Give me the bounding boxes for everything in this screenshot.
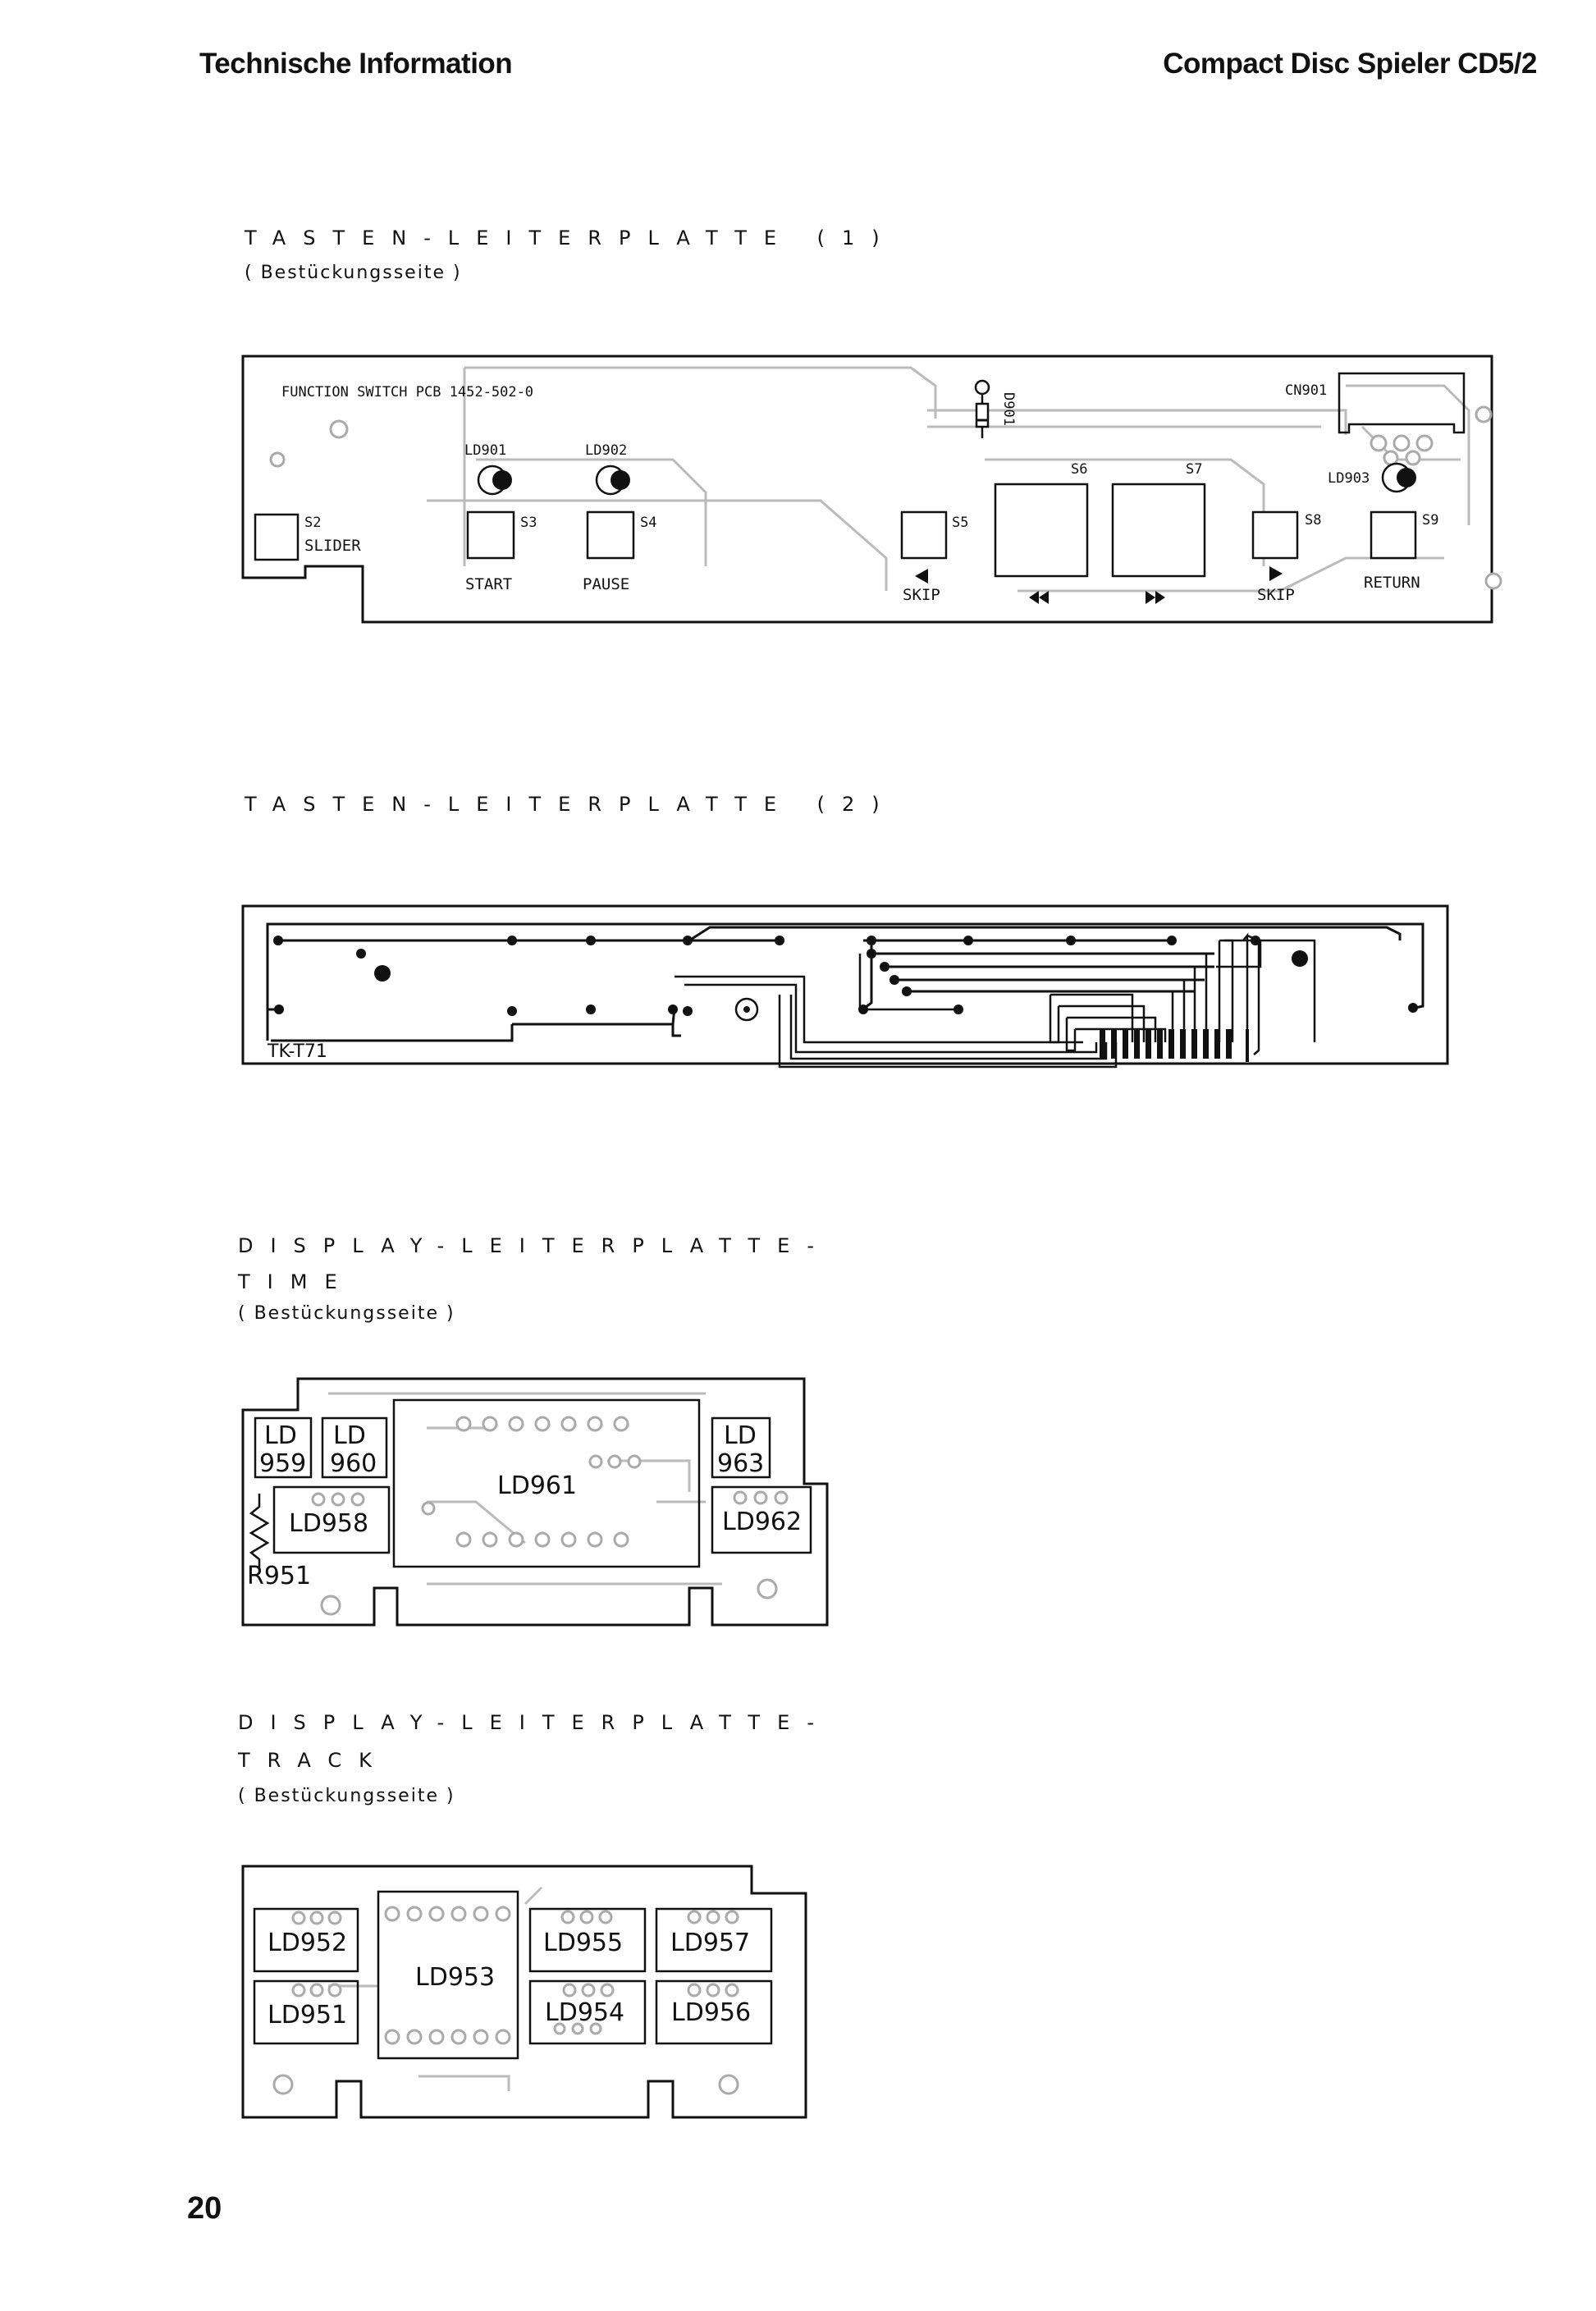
switch-s2 (254, 513, 300, 561)
board1-title: TASTEN-LEITERPLATTE (1) (245, 227, 897, 249)
led-ld902 (595, 464, 630, 496)
led-ld901 (477, 464, 512, 496)
display-ld952 (253, 1907, 359, 1973)
s5-label: S5 (952, 515, 968, 531)
r951-label: R951 (247, 1562, 311, 1590)
board3-title-line1: DISPLAY-LEITERPLATTE- (238, 1234, 831, 1257)
mount-hole (1292, 950, 1308, 967)
display-ld958 (272, 1485, 391, 1554)
diode-d901 (974, 379, 990, 438)
skip-back-label: SKIP (903, 586, 940, 604)
fast-forward-icon (1146, 591, 1165, 604)
d901-label: D901 (1000, 392, 1017, 426)
ld956-label: LD956 (671, 1998, 751, 2027)
skip-forward-label: SKIP (1257, 586, 1295, 604)
switch-s4 (586, 510, 635, 560)
s9-label: S9 (1422, 512, 1438, 529)
ld963-label-bottom: 963 (717, 1449, 764, 1478)
board3-subtitle: ( Bestückungsseite ) (238, 1303, 455, 1324)
connector-cn901 (1338, 372, 1466, 434)
skip-forward-arrow-icon (1269, 566, 1283, 581)
page-number: 20 (187, 2191, 222, 2226)
s4-label: S4 (640, 515, 656, 531)
s3-label: S3 (520, 515, 537, 531)
display-ld954 (528, 1979, 647, 2045)
display-ld953 (377, 1890, 519, 2060)
display-ld963 (711, 1416, 771, 1479)
board3-title-line2: TIME (238, 1270, 354, 1293)
ld962-label: LD962 (722, 1508, 802, 1536)
board2-label: TK-T71 (267, 1041, 327, 1062)
mount-hole (734, 997, 759, 1022)
board1-subtitle: ( Bestückungsseite ) (245, 263, 462, 283)
ld954-label: LD954 (545, 1998, 624, 2027)
skip-back-arrow-icon (915, 569, 928, 583)
ld963-label-top: LD (724, 1421, 757, 1450)
header-left: Technische Information (199, 48, 513, 80)
pcb-label: FUNCTION SWITCH PCB 1452-502-0 (281, 384, 533, 400)
return-label: RETURN (1364, 574, 1420, 592)
s2-label: S2 (304, 515, 321, 531)
cn901-label: CN901 (1285, 382, 1327, 399)
display-ld957 (655, 1907, 773, 1973)
rewind-icon (1029, 591, 1049, 604)
display-ld956 (655, 1979, 773, 2045)
slider-label: SLIDER (304, 537, 361, 555)
ld955-label: LD955 (543, 1929, 623, 1957)
ld903-label: LD903 (1328, 470, 1370, 487)
switch-s9 (1370, 510, 1417, 560)
display-ld955 (528, 1907, 647, 1973)
display-ld962 (711, 1485, 812, 1554)
ld953-label: LD953 (415, 1963, 495, 1992)
ld957-label: LD957 (670, 1929, 750, 1957)
ld901-label: LD901 (464, 442, 506, 459)
ld961-label: LD961 (497, 1471, 577, 1500)
switch-s7 (1111, 483, 1206, 578)
board2-title: TASTEN-LEITERPLATTE (2) (245, 793, 897, 816)
s6-label: S6 (1071, 461, 1087, 478)
start-label: START (465, 575, 512, 593)
switch-s6 (994, 483, 1089, 578)
ld951-label: LD951 (268, 2001, 347, 2030)
led-ld903 (1381, 462, 1416, 493)
ld952-label: LD952 (268, 1929, 347, 1957)
s7-label: S7 (1186, 461, 1202, 478)
ld902-label: LD902 (585, 442, 627, 459)
board4-subtitle: ( Bestückungsseite ) (238, 1786, 455, 1806)
board4-title-line1: DISPLAY-LEITERPLATTE- (238, 1711, 831, 1734)
ld959-label-top: LD (264, 1421, 297, 1450)
resistor-r951 (249, 1494, 270, 1571)
ld960-label-top: LD (333, 1421, 366, 1450)
display-ld959 (254, 1416, 313, 1479)
switch-s8 (1251, 510, 1299, 560)
board4-title-line2: TRACK (238, 1749, 389, 1772)
switch-s3 (466, 510, 515, 560)
s8-label: S8 (1305, 512, 1321, 529)
display-ld951 (253, 1979, 359, 2045)
ld959-label-bottom: 959 (259, 1449, 306, 1478)
mount-hole (374, 965, 391, 982)
display-ld961 (392, 1398, 701, 1568)
connector-pins (1100, 1029, 1249, 1062)
ld958-label: LD958 (289, 1509, 368, 1538)
header-right: Compact Disc Spieler CD5/2 (1163, 48, 1537, 80)
display-ld960 (321, 1416, 388, 1479)
ld960-label-bottom: 960 (330, 1449, 377, 1478)
switch-s5 (900, 510, 948, 560)
pause-label: PAUSE (583, 575, 629, 593)
